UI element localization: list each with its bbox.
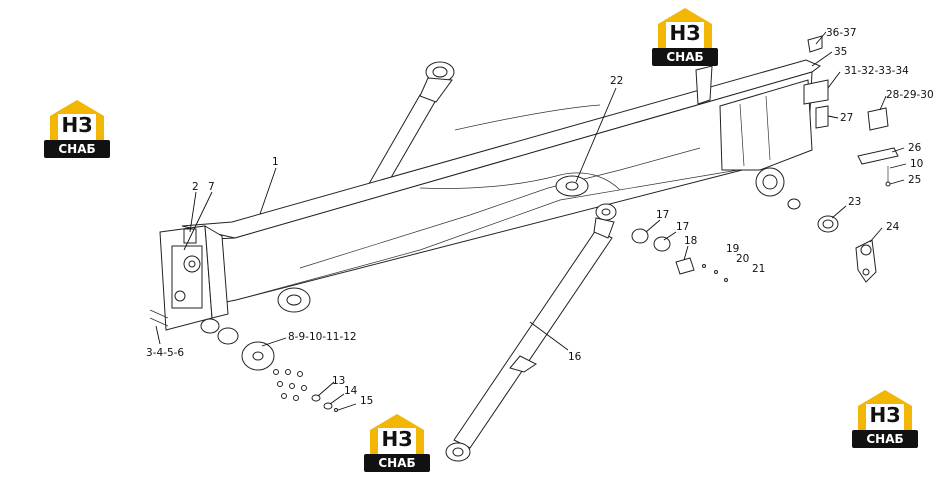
label-23: 23	[848, 196, 861, 208]
label-20: 20	[736, 253, 749, 265]
logo-caption: СНАБ	[652, 48, 718, 66]
label-26: 26	[908, 142, 922, 154]
mid-pin-parts	[631, 228, 728, 282]
label-13: 13	[332, 375, 345, 387]
label-24: 24	[886, 221, 900, 233]
house-logo-icon	[658, 8, 712, 48]
label-35: 35	[834, 46, 847, 58]
logo-mark: НЗ	[381, 427, 413, 451]
label-27: 27	[840, 112, 853, 124]
boom-head	[149, 225, 229, 331]
front-flange-parts	[200, 318, 338, 412]
logo-caption: СНАБ	[364, 454, 430, 472]
label-8-12: 8-9-10-11-12	[288, 331, 357, 343]
label-1: 1	[272, 156, 279, 168]
rear-pin-parts	[787, 198, 877, 283]
house-logo-icon	[370, 414, 424, 454]
logo-mark: НЗ	[669, 21, 701, 45]
logo-caption: СНАБ	[852, 430, 918, 448]
label-28-30: 28-29-30	[886, 89, 934, 101]
label-36-37: 36-37	[826, 27, 857, 39]
label-21: 21	[752, 263, 765, 275]
upper-cylinder	[361, 61, 455, 201]
label-3-4-5-6: 3-4-5-6	[146, 347, 184, 359]
label-14: 14	[344, 385, 358, 397]
label-7: 7	[208, 181, 215, 193]
label-17b: 17	[676, 221, 689, 233]
house-logo-icon	[50, 100, 104, 140]
label-19: 19	[726, 243, 739, 255]
label-18: 18	[684, 235, 697, 247]
label-17a: 17	[656, 209, 669, 221]
house-logo-icon	[858, 390, 912, 430]
label-10: 10	[910, 158, 923, 170]
small-parts-right	[857, 107, 899, 187]
leader-lines	[155, 31, 907, 411]
main-boom	[181, 35, 829, 313]
label-22: 22	[610, 75, 623, 87]
label-31-34: 31-32-33-34	[844, 65, 909, 77]
lower-cylinder	[445, 203, 617, 462]
label-2: 2	[192, 181, 199, 193]
logo-caption: СНАБ	[44, 140, 110, 158]
watermark-logo: НЗ СНАБ	[364, 414, 430, 474]
label-15: 15	[360, 395, 373, 407]
watermark-logo: НЗ СНАБ	[44, 100, 110, 160]
part-labels: 1 2 7 3-4-5-6 8-9-10-11-12 13 14 15 16 1…	[146, 27, 934, 407]
label-25: 25	[908, 174, 921, 186]
label-16: 16	[568, 351, 582, 363]
logo-mark: НЗ	[869, 403, 901, 427]
watermark-logo: НЗ СНАБ	[852, 390, 918, 450]
logo-mark: НЗ	[61, 113, 93, 137]
watermark-logo: НЗ СНАБ	[652, 8, 718, 68]
